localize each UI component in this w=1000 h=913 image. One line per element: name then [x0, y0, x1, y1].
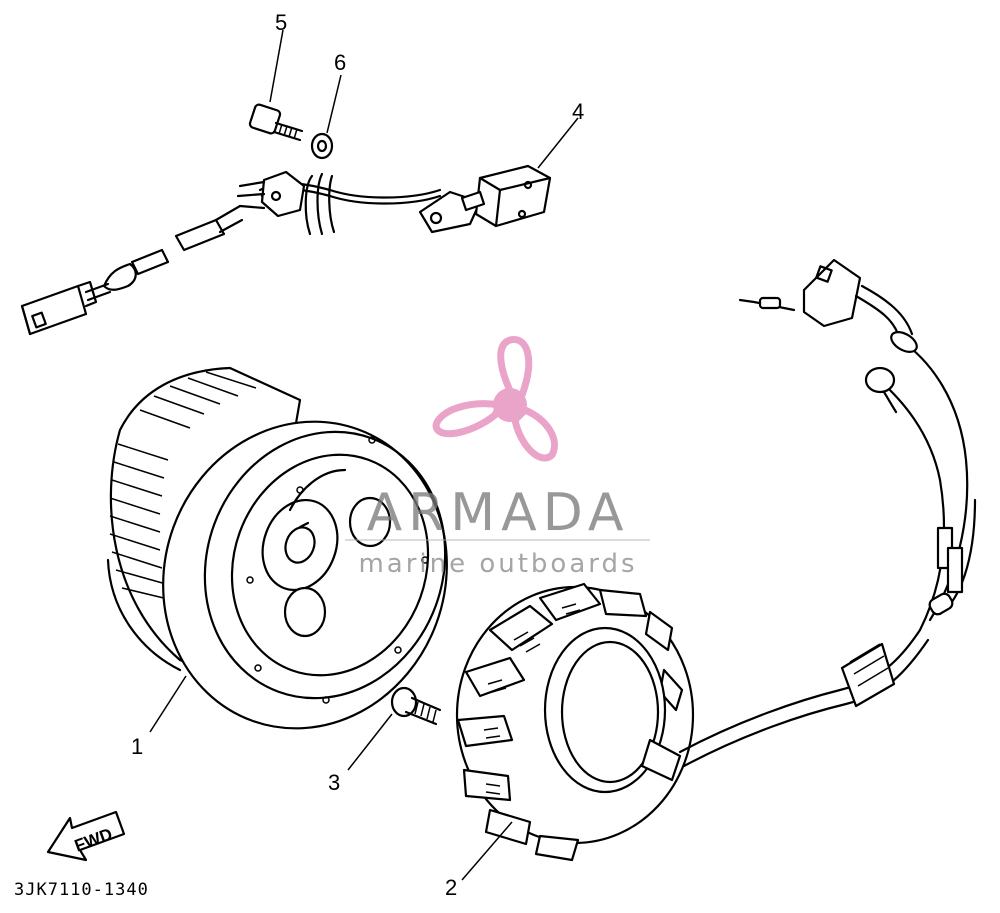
- fwd-direction-arrow: FWD: [46, 810, 126, 862]
- washer-part-6: [310, 74, 342, 160]
- watermark-title: ARMADA: [367, 483, 630, 543]
- leader-line-2: [461, 821, 513, 881]
- callout-2: 2: [445, 875, 457, 900]
- leader-line-4: [537, 117, 579, 169]
- callout-6: 6: [334, 50, 346, 75]
- leader-line-5: [269, 29, 284, 103]
- wire-grommet: [236, 170, 336, 236]
- pickup-coil-part-4: [258, 117, 579, 234]
- part-code-label: 3JK7110-1340: [14, 880, 149, 900]
- callout-3: 3: [328, 770, 340, 795]
- upper-harness-connector: [20, 204, 244, 336]
- propeller-logo-icon: [432, 336, 558, 462]
- stator-part-2: [455, 582, 695, 881]
- bolt-part-5: [248, 29, 304, 142]
- callout-4: 4: [572, 99, 584, 124]
- watermark-subtitle: marine outboards: [358, 549, 637, 579]
- leader-line-6: [326, 74, 342, 134]
- stator-harness: [678, 258, 977, 768]
- screw-part-3: [347, 686, 442, 771]
- callout-1: 1: [131, 734, 143, 759]
- callout-5: 5: [275, 10, 287, 35]
- armada-watermark: ARMADA marine outboards: [345, 336, 650, 579]
- leader-line-3: [347, 713, 393, 771]
- flywheel-rotor-part-1: [106, 366, 448, 733]
- leader-line-1: [149, 675, 187, 733]
